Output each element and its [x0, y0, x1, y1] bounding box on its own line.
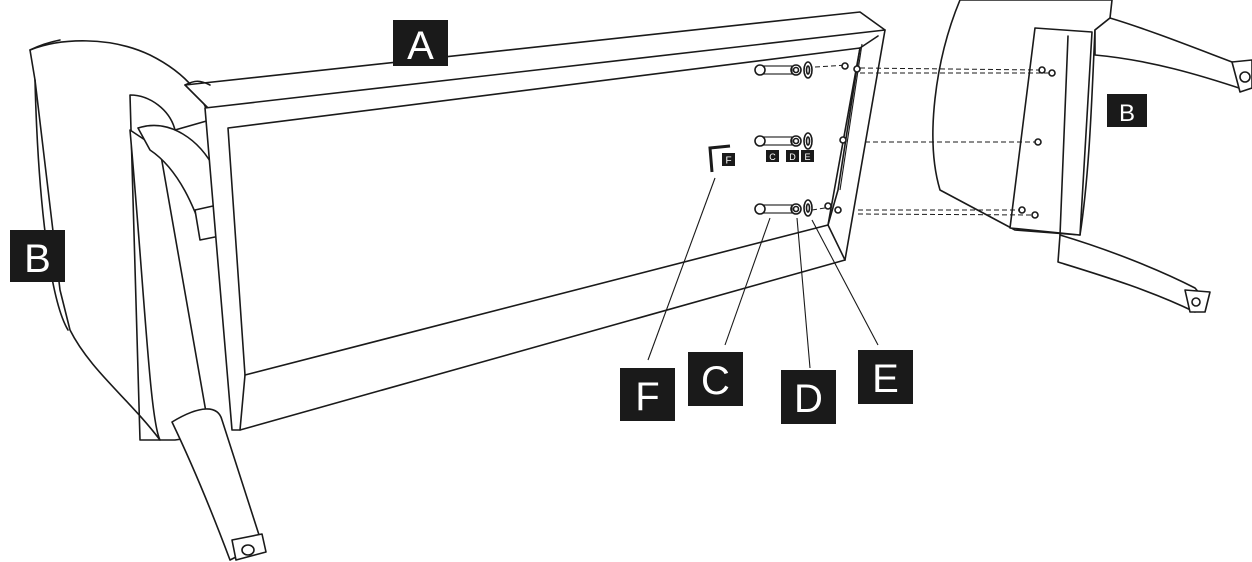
- left-arm-panel: [29, 39, 267, 561]
- small-label-F: F: [722, 153, 735, 167]
- svg-text:C: C: [701, 359, 730, 403]
- svg-text:A: A: [407, 24, 434, 68]
- label-C: C: [688, 352, 743, 406]
- hardware-row-middle: [754, 132, 847, 150]
- svg-text:D: D: [794, 377, 823, 421]
- label-B-left: B: [10, 230, 65, 282]
- svg-text:E: E: [872, 357, 899, 401]
- svg-text:F: F: [635, 375, 659, 419]
- svg-text:D: D: [789, 152, 796, 162]
- label-D: D: [781, 370, 836, 424]
- hardware-row-top: [754, 61, 861, 79]
- svg-text:F: F: [725, 156, 731, 167]
- label-A: A: [393, 20, 448, 68]
- label-F: F: [620, 368, 675, 421]
- label-E: E: [858, 350, 913, 404]
- small-label-D: D: [786, 150, 799, 162]
- small-label-C: C: [766, 150, 779, 162]
- leader-lines: [647, 177, 879, 369]
- allen-key-icon: [708, 144, 731, 173]
- svg-text:B: B: [1119, 100, 1135, 127]
- label-B-right: B: [1107, 94, 1147, 127]
- svg-text:B: B: [24, 237, 51, 281]
- small-label-E: E: [801, 150, 814, 162]
- right-arm-panel: [932, 0, 1252, 313]
- back-frame: [184, 11, 886, 431]
- hardware-row-bottom: [754, 199, 842, 217]
- svg-text:E: E: [804, 152, 810, 162]
- svg-text:C: C: [769, 152, 776, 162]
